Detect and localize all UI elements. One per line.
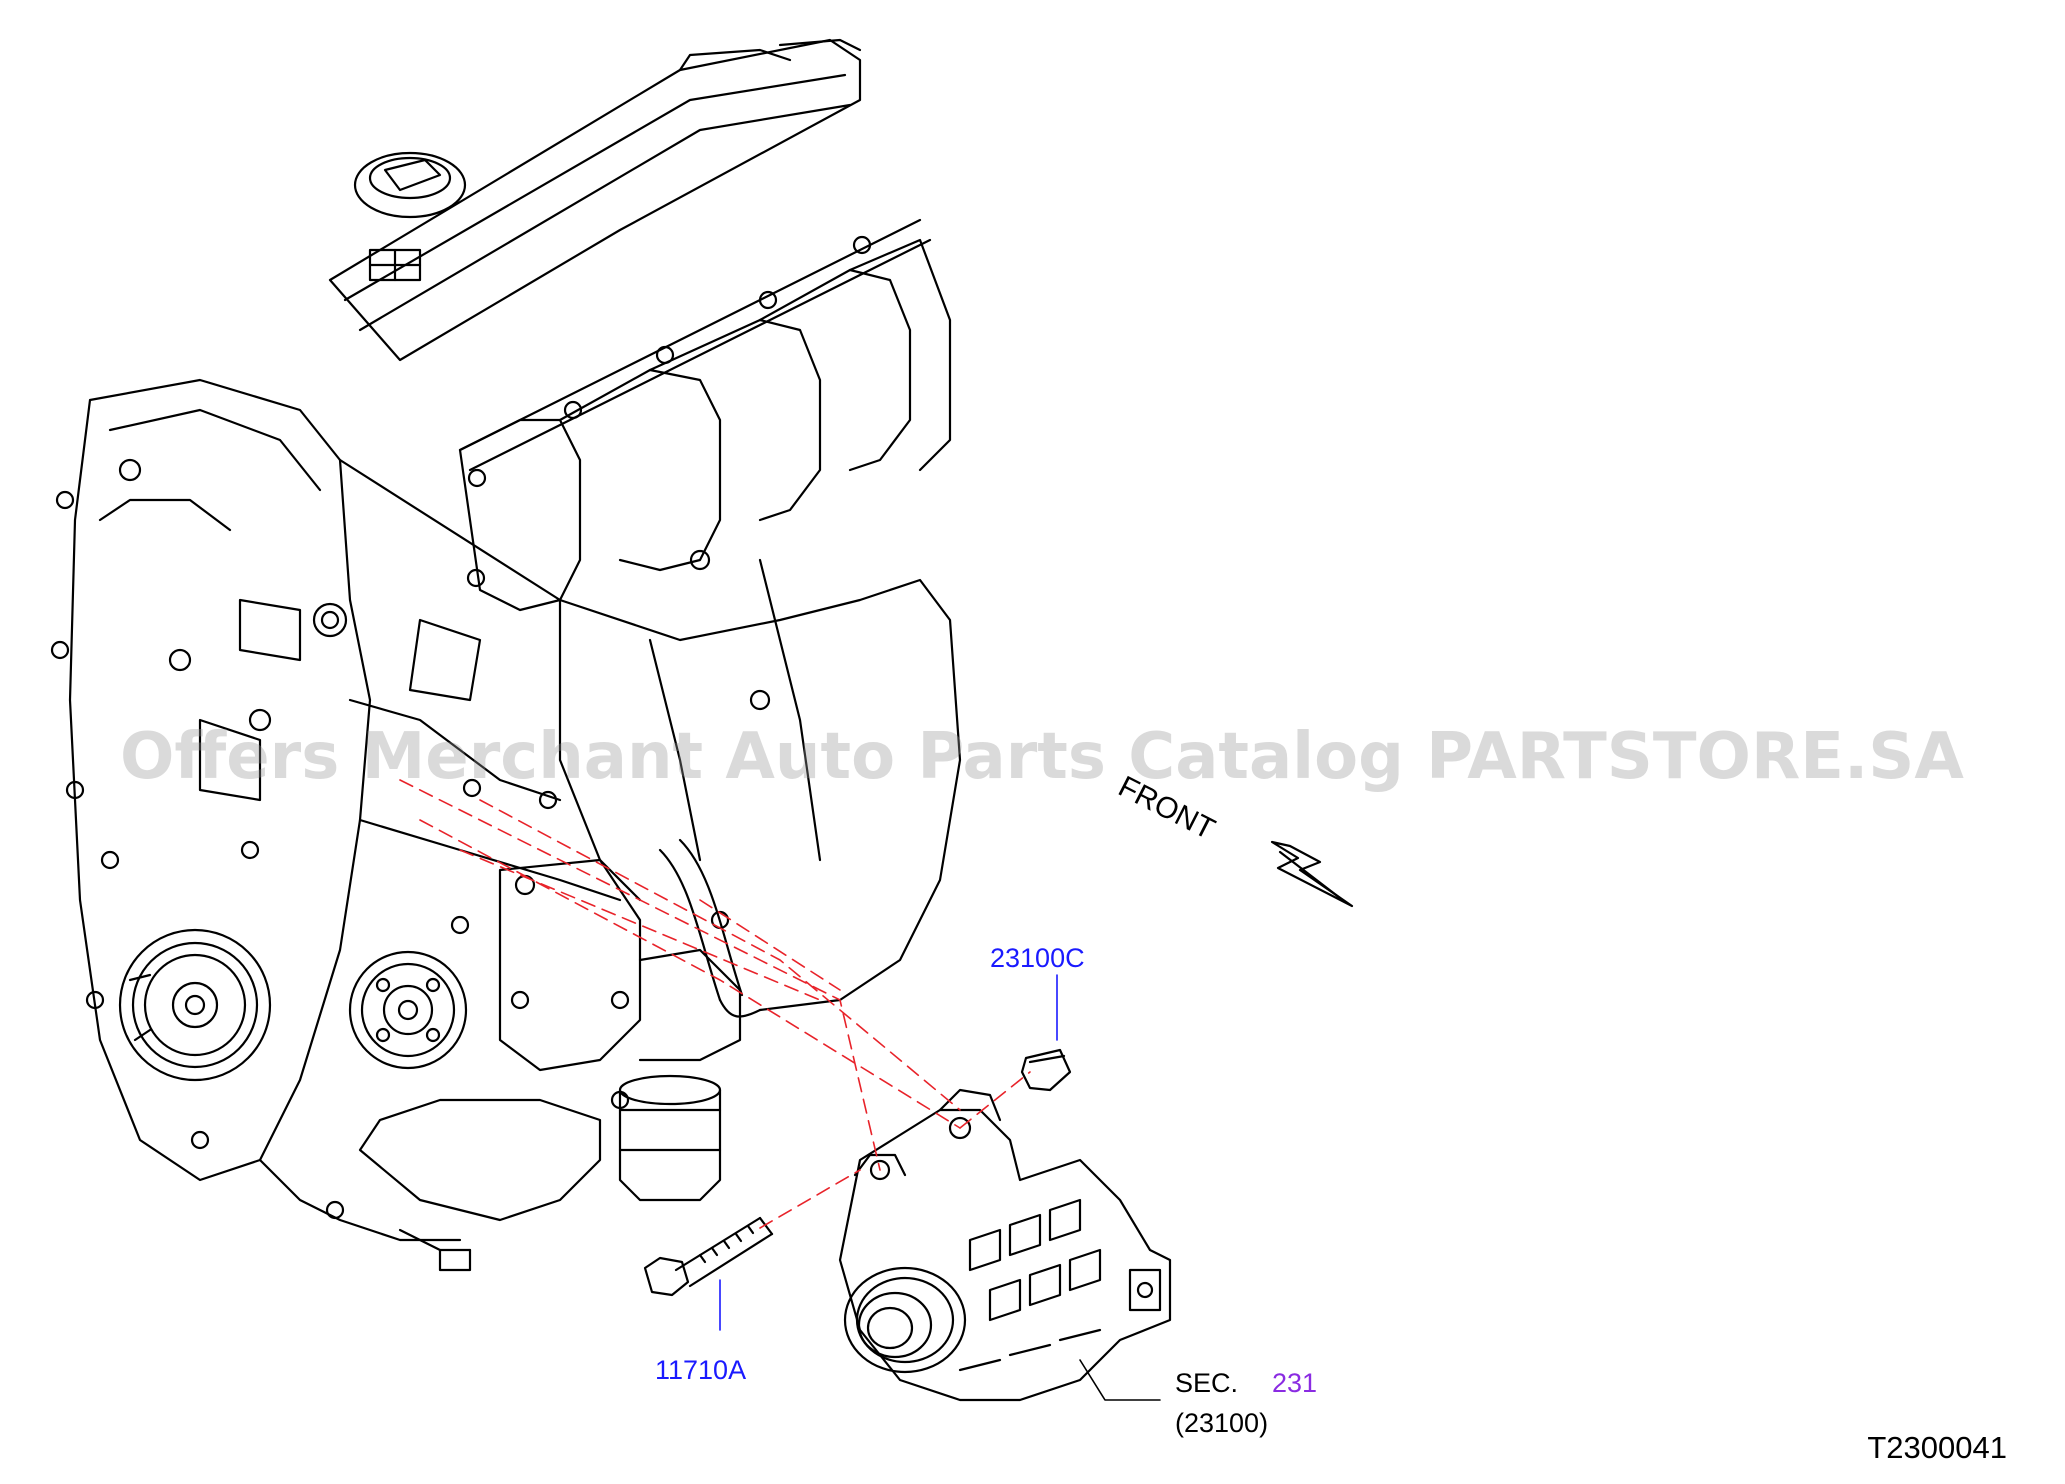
bolt-11710A bbox=[643, 1216, 774, 1297]
callout-section-231[interactable]: 231 bbox=[1272, 1368, 1318, 1398]
engine-assembly bbox=[50, 38, 962, 1272]
section-prefix: SEC. bbox=[1175, 1368, 1239, 1398]
leader-lines bbox=[719, 974, 1161, 1401]
section-code: (23100) bbox=[1175, 1408, 1269, 1438]
assembly-dashed-lines bbox=[399, 779, 1031, 1229]
diagram-id: T2300041 bbox=[1867, 1430, 2007, 1465]
nut-23100C bbox=[1020, 1048, 1072, 1092]
callout-11710A[interactable]: 11710A bbox=[655, 1355, 747, 1385]
callout-23100C[interactable]: 23100C bbox=[990, 943, 1085, 973]
front-direction-arrow bbox=[1270, 840, 1354, 908]
alternator-assembly bbox=[838, 1088, 1172, 1402]
watermark: Offers Merchant Auto Parts Catalog PARTS… bbox=[120, 720, 1964, 794]
